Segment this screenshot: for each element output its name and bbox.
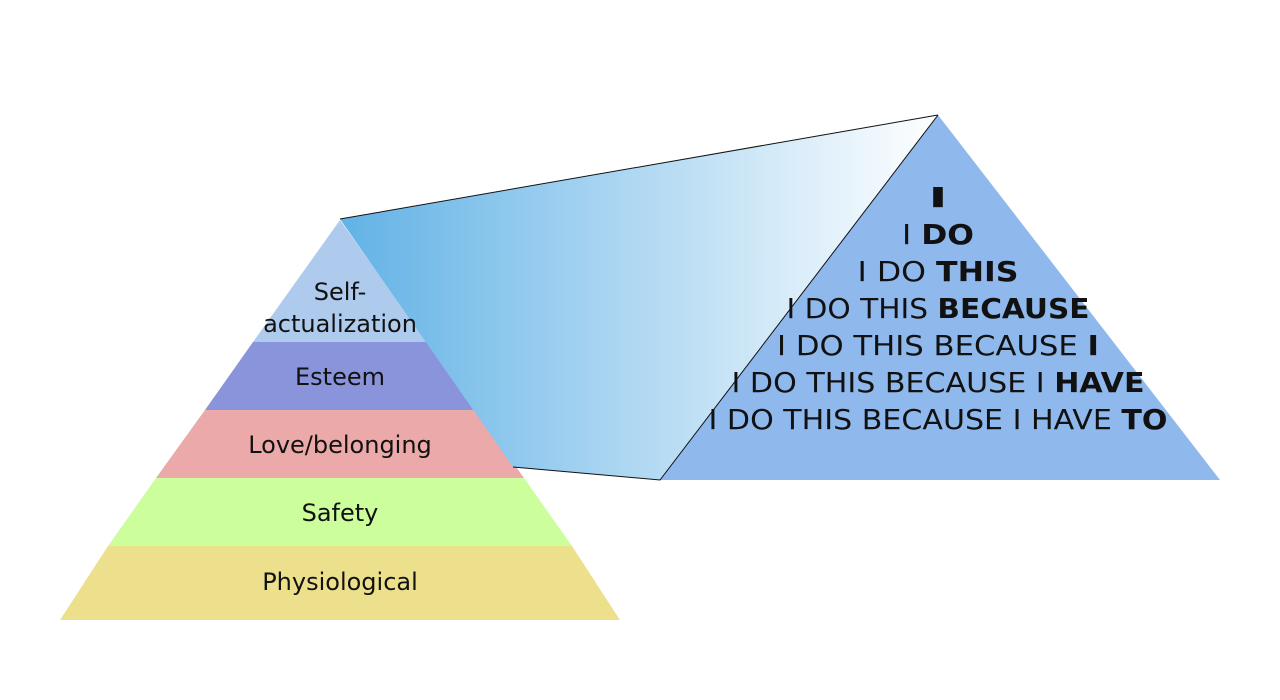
statement-bold: I — [929, 181, 948, 214]
statement-normal: I DO THIS BECAUSE — [777, 329, 1088, 362]
statement-line: I DO THIS — [858, 255, 1019, 288]
label-love-belonging: Love/belonging — [248, 431, 432, 459]
connector-outline-bottom — [512, 114, 939, 481]
label-safety: Safety — [302, 499, 379, 527]
statement-bold: I — [1088, 329, 1099, 362]
label-esteem: Esteem — [295, 363, 385, 391]
connector-outline — [339, 114, 939, 220]
statement-bold: THIS — [936, 255, 1018, 288]
statement-line: I DO THIS BECAUSE I HAVE — [732, 366, 1145, 399]
label-self-actualization-2: actualization — [263, 310, 417, 338]
statement-bold: HAVE — [1054, 366, 1144, 399]
statement-normal: I DO THIS BECAUSE I — [732, 366, 1055, 399]
statement-line: I DO THIS BECAUSE I — [777, 329, 1099, 362]
level-physiological — [60, 546, 620, 620]
level-self-actualization — [253, 220, 427, 342]
statement-normal: I DO THIS BECAUSE I HAVE — [709, 403, 1122, 436]
label-self-actualization-1: Self- — [314, 278, 366, 306]
statement-normal: I DO THIS — [787, 292, 938, 325]
connector-zoom — [340, 115, 938, 480]
statement-line: I DO THIS BECAUSE I HAVE TO — [709, 403, 1168, 436]
statement-line: I — [929, 181, 948, 214]
statement-line: I DO — [902, 218, 974, 251]
level-safety — [108, 478, 572, 546]
level-esteem — [205, 342, 475, 410]
statement-bold: TO — [1121, 403, 1167, 436]
statement-normal: I — [902, 218, 921, 251]
level-love-belonging — [156, 410, 524, 478]
statement-bold: BECAUSE — [937, 292, 1089, 325]
statement-normal: I DO — [858, 255, 937, 288]
statement-line: I DO THIS BECAUSE — [787, 292, 1090, 325]
label-physiological: Physiological — [262, 568, 418, 596]
statement-bold: DO — [921, 218, 974, 251]
right-triangle — [660, 115, 1220, 480]
